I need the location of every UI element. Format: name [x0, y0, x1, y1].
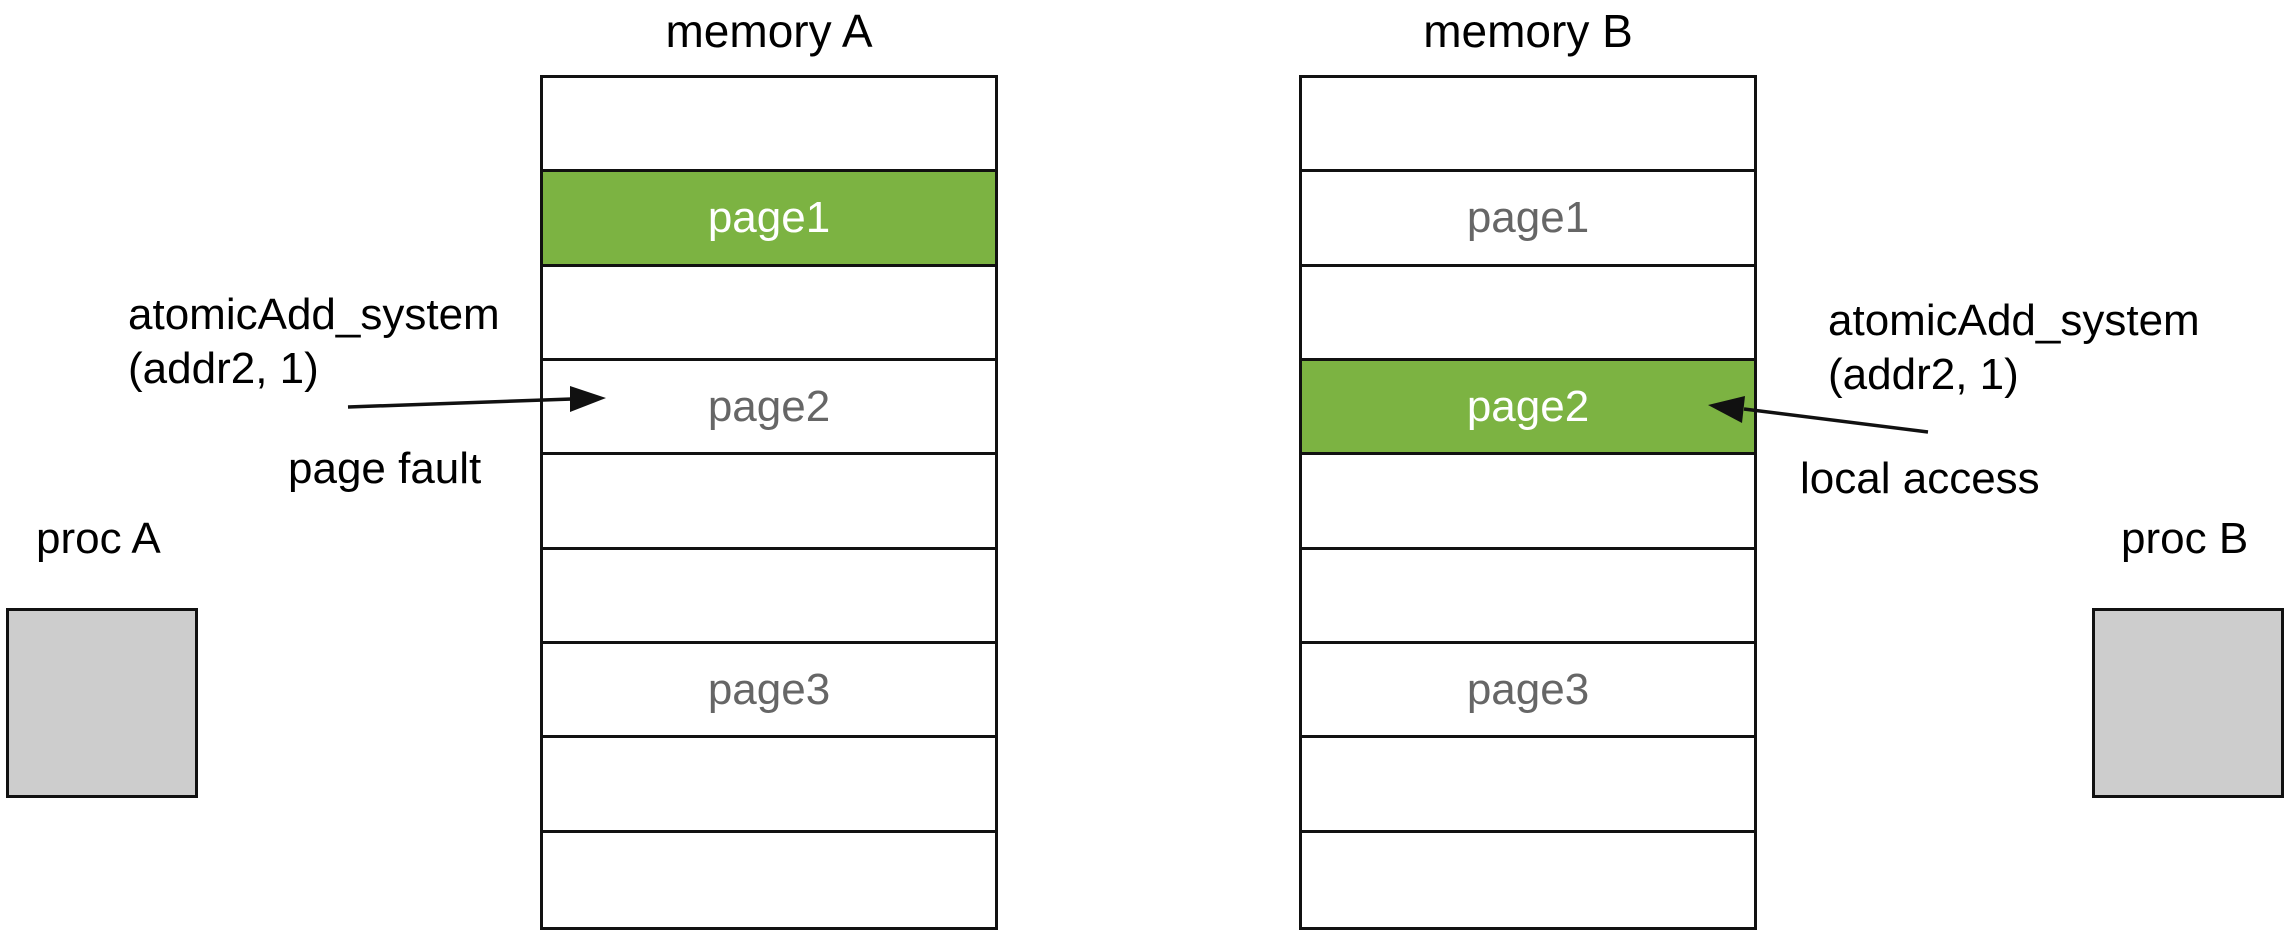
proc-b-box	[2092, 608, 2284, 798]
memory-a-cell-8	[543, 833, 995, 927]
memory-b-cell-8	[1302, 833, 1754, 927]
memory-a-cell-5	[543, 550, 995, 644]
memory-b-cell-5	[1302, 550, 1754, 644]
proc-b-label: proc B	[2121, 514, 2249, 563]
memory-a-cell-1-page1: page1	[543, 172, 995, 267]
memory-b-cell-7	[1302, 738, 1754, 833]
memory-a-cell-7	[543, 738, 995, 833]
memory-a-cell-3-page2: page2	[543, 361, 995, 456]
memory-a-cell-0	[543, 78, 995, 173]
memory-a-cell-4	[543, 455, 995, 550]
memory-b-cell-0	[1302, 78, 1754, 173]
page-fault-label: page fault	[288, 444, 482, 493]
local-access-label: local access	[1800, 454, 2040, 503]
memory-a-cell-6-page3: page3	[543, 644, 995, 739]
memory-b-column: page1 page2 page3	[1299, 75, 1757, 930]
memory-a-title: memory A	[665, 5, 873, 57]
right-atomic-call-label: atomicAdd_system (addr2, 1)	[1828, 296, 2200, 399]
memory-b-cell-2	[1302, 267, 1754, 361]
left-atomic-call-label: atomicAdd_system (addr2, 1)	[128, 290, 500, 393]
memory-b-cell-1-page1: page1	[1302, 172, 1754, 267]
memory-b-title: memory B	[1423, 5, 1633, 57]
proc-a-box	[6, 608, 198, 798]
proc-a-label: proc A	[36, 514, 161, 563]
memory-a-cell-2	[543, 267, 995, 361]
memory-b-cell-6-page3: page3	[1302, 644, 1754, 739]
memory-b-cell-3-page2: page2	[1302, 361, 1754, 456]
memory-a-column: page1 page2 page3	[540, 75, 998, 930]
memory-b-cell-4	[1302, 455, 1754, 550]
